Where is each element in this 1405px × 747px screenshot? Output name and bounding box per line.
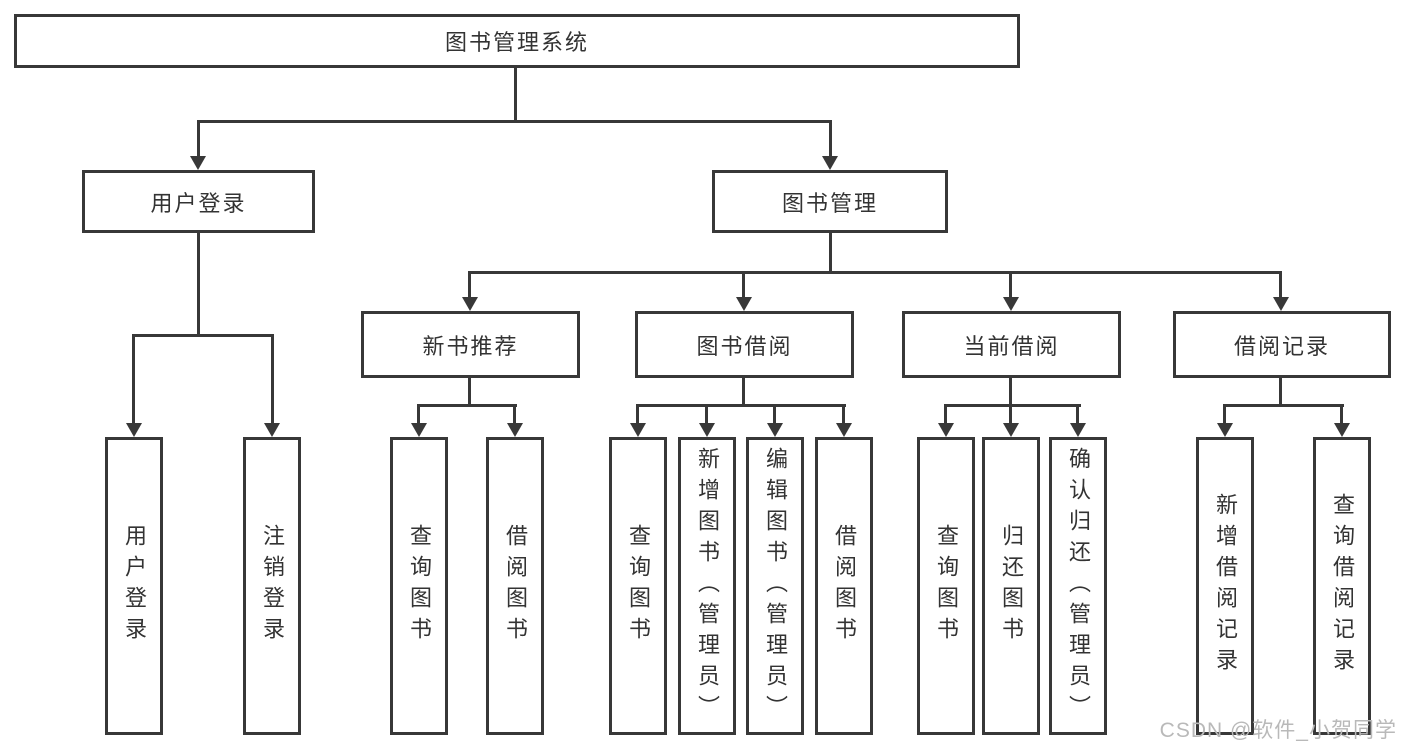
arrow-down-icon bbox=[938, 423, 954, 437]
leaf-label: 查询借阅记录 bbox=[1330, 493, 1355, 679]
connector-line bbox=[636, 404, 846, 407]
arrow-down-icon bbox=[630, 423, 646, 437]
leaf-label: 查询图书 bbox=[626, 524, 651, 648]
connector-line bbox=[705, 404, 708, 424]
connector-line bbox=[842, 404, 845, 424]
arrow-down-icon bbox=[836, 423, 852, 437]
connector-line bbox=[1340, 404, 1343, 424]
arrow-down-icon bbox=[1334, 423, 1350, 437]
arrow-down-icon bbox=[190, 156, 206, 170]
leaf-query-books-borrowing: 查询图书 bbox=[609, 437, 667, 735]
leaf-label: 编辑图书（管理员） bbox=[763, 446, 788, 726]
connector-line bbox=[197, 120, 200, 157]
arrow-down-icon bbox=[1273, 297, 1289, 311]
leaf-label: 归还图书 bbox=[999, 524, 1024, 648]
connector-line bbox=[1223, 404, 1344, 407]
arrow-down-icon bbox=[126, 423, 142, 437]
leaf-edit-book-admin: 编辑图书（管理员） bbox=[746, 437, 804, 735]
arrow-down-icon bbox=[1003, 297, 1019, 311]
connector-line bbox=[468, 271, 1282, 274]
node-borrowing-records: 借阅记录 bbox=[1173, 311, 1391, 378]
arrow-down-icon bbox=[736, 297, 752, 311]
connector-line bbox=[1009, 271, 1012, 298]
connector-line bbox=[514, 68, 517, 123]
leaf-label: 新增图书（管理员） bbox=[695, 446, 720, 726]
node-label: 新书推荐 bbox=[422, 333, 519, 359]
leaf-borrow-books-recommend: 借阅图书 bbox=[486, 437, 544, 735]
connector-line bbox=[944, 404, 947, 424]
connector-line bbox=[742, 378, 745, 407]
arrow-down-icon bbox=[462, 297, 478, 311]
connector-line bbox=[1076, 404, 1079, 424]
leaf-label: 用户登录 bbox=[122, 524, 147, 648]
leaf-confirm-return-admin: 确认归还（管理员） bbox=[1049, 437, 1107, 735]
arrow-down-icon bbox=[411, 423, 427, 437]
csdn-watermark: CSDN @软件_小贺同学 bbox=[1159, 719, 1397, 742]
node-label: 借阅记录 bbox=[1233, 333, 1330, 359]
connector-line bbox=[1279, 378, 1282, 407]
leaf-label: 借阅图书 bbox=[832, 524, 857, 648]
node-label: 图书管理系统 bbox=[444, 30, 589, 55]
leaf-label: 查询图书 bbox=[407, 524, 432, 648]
leaf-query-borrow-record: 查询借阅记录 bbox=[1313, 437, 1371, 735]
connector-line bbox=[829, 233, 832, 274]
node-label: 用户登录 bbox=[150, 190, 247, 216]
connector-line bbox=[197, 120, 832, 123]
connector-line bbox=[513, 404, 516, 424]
leaf-borrow-books: 借阅图书 bbox=[815, 437, 873, 735]
connector-line bbox=[132, 334, 135, 423]
connector-line bbox=[1279, 271, 1282, 298]
node-label: 图书管理 bbox=[781, 190, 878, 216]
leaf-query-books-current: 查询图书 bbox=[917, 437, 975, 735]
leaf-query-books-recommend: 查询图书 bbox=[390, 437, 448, 735]
arrow-down-icon bbox=[507, 423, 523, 437]
leaf-add-book-admin: 新增图书（管理员） bbox=[678, 437, 736, 735]
node-new-book-recommend: 新书推荐 bbox=[361, 311, 580, 378]
connector-line bbox=[468, 271, 471, 298]
leaf-user-login: 用户登录 bbox=[105, 437, 163, 735]
leaf-return-books: 归还图书 bbox=[982, 437, 1040, 735]
arrow-down-icon bbox=[264, 423, 280, 437]
arrow-down-icon bbox=[699, 423, 715, 437]
arrow-down-icon bbox=[767, 423, 783, 437]
connector-line bbox=[417, 404, 420, 424]
arrow-down-icon bbox=[822, 156, 838, 170]
connector-line bbox=[197, 233, 200, 337]
connector-line bbox=[1009, 378, 1012, 407]
leaf-label: 注销登录 bbox=[260, 524, 285, 648]
connector-line bbox=[742, 271, 745, 298]
node-current-borrowing: 当前借阅 bbox=[902, 311, 1121, 378]
node-label: 图书借阅 bbox=[696, 333, 793, 359]
node-book-management-system: 图书管理系统 bbox=[14, 14, 1020, 68]
leaf-label: 确认归还（管理员） bbox=[1066, 446, 1091, 726]
node-book-borrowing: 图书借阅 bbox=[635, 311, 854, 378]
leaf-label: 查询图书 bbox=[934, 524, 959, 648]
connector-line bbox=[636, 404, 639, 424]
arrow-down-icon bbox=[1003, 423, 1019, 437]
leaf-logout: 注销登录 bbox=[243, 437, 301, 735]
node-label: 当前借阅 bbox=[963, 333, 1060, 359]
connector-line bbox=[468, 378, 471, 407]
connector-line bbox=[1223, 404, 1226, 424]
connector-line bbox=[132, 334, 274, 337]
leaf-label: 新增借阅记录 bbox=[1213, 493, 1238, 679]
arrow-down-icon bbox=[1217, 423, 1233, 437]
connector-line bbox=[829, 120, 832, 157]
node-user-login: 用户登录 bbox=[82, 170, 315, 233]
node-book-management: 图书管理 bbox=[712, 170, 948, 233]
connector-line bbox=[1009, 404, 1012, 424]
arrow-down-icon bbox=[1070, 423, 1086, 437]
leaf-add-borrow-record: 新增借阅记录 bbox=[1196, 437, 1254, 735]
connector-line bbox=[773, 404, 776, 424]
leaf-label: 借阅图书 bbox=[503, 524, 528, 648]
connector-line bbox=[944, 404, 1081, 407]
connector-line bbox=[271, 334, 274, 423]
connector-line bbox=[417, 404, 517, 407]
